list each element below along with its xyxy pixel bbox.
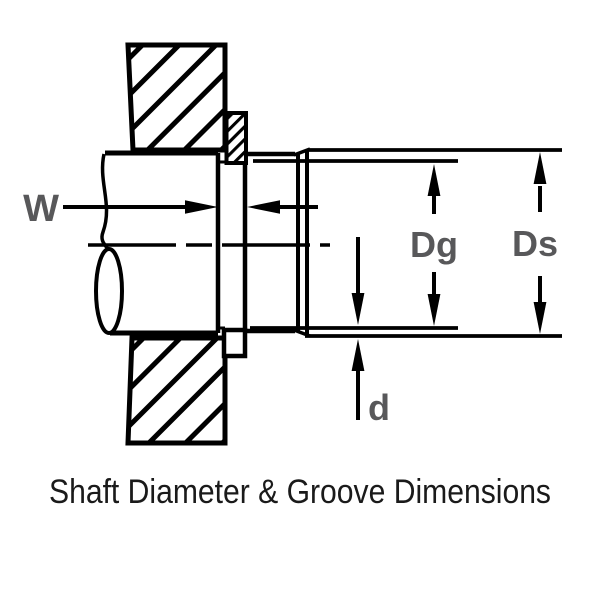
dimension-groove-depth: d: [351, 237, 390, 428]
dg-arrow-up-icon: [427, 164, 441, 196]
dimension-groove-width: W: [23, 188, 318, 230]
groove: [215, 153, 248, 333]
dimension-shaft-diameter: Ds: [512, 152, 558, 334]
groove-depth-label: d: [368, 387, 390, 428]
shaft-diameter-label: Ds: [512, 223, 558, 264]
shaft-end-stub: [245, 147, 311, 338]
dimension-groove-diameter: Dg: [410, 164, 458, 326]
figure-caption: Shaft Diameter & Groove Dimensions: [49, 473, 551, 511]
d-arrow-up-icon: [351, 339, 365, 371]
dg-arrow-down-icon: [427, 294, 441, 326]
w-arrow-left-icon: [247, 200, 280, 214]
shaft-break-loop: [94, 247, 124, 335]
shaft-body: [94, 150, 218, 336]
groove-diameter-label: Dg: [410, 224, 458, 265]
retaining-ring-top-section: [224, 111, 248, 165]
housing-wall-top: [125, 42, 228, 153]
w-arrow-right-icon: [185, 200, 218, 214]
ds-arrow-down-icon: [533, 302, 547, 334]
retaining-ring-bottom-section: [221, 327, 248, 359]
shaft-break-line: [100, 153, 110, 251]
chamfer-flare-top: [293, 147, 311, 157]
ds-arrow-up-icon: [533, 152, 547, 184]
d-arrow-down-icon: [351, 293, 365, 325]
housing-wall-bottom: [125, 335, 228, 446]
extension-lines: [250, 148, 562, 338]
groove-width-label: W: [23, 188, 59, 230]
